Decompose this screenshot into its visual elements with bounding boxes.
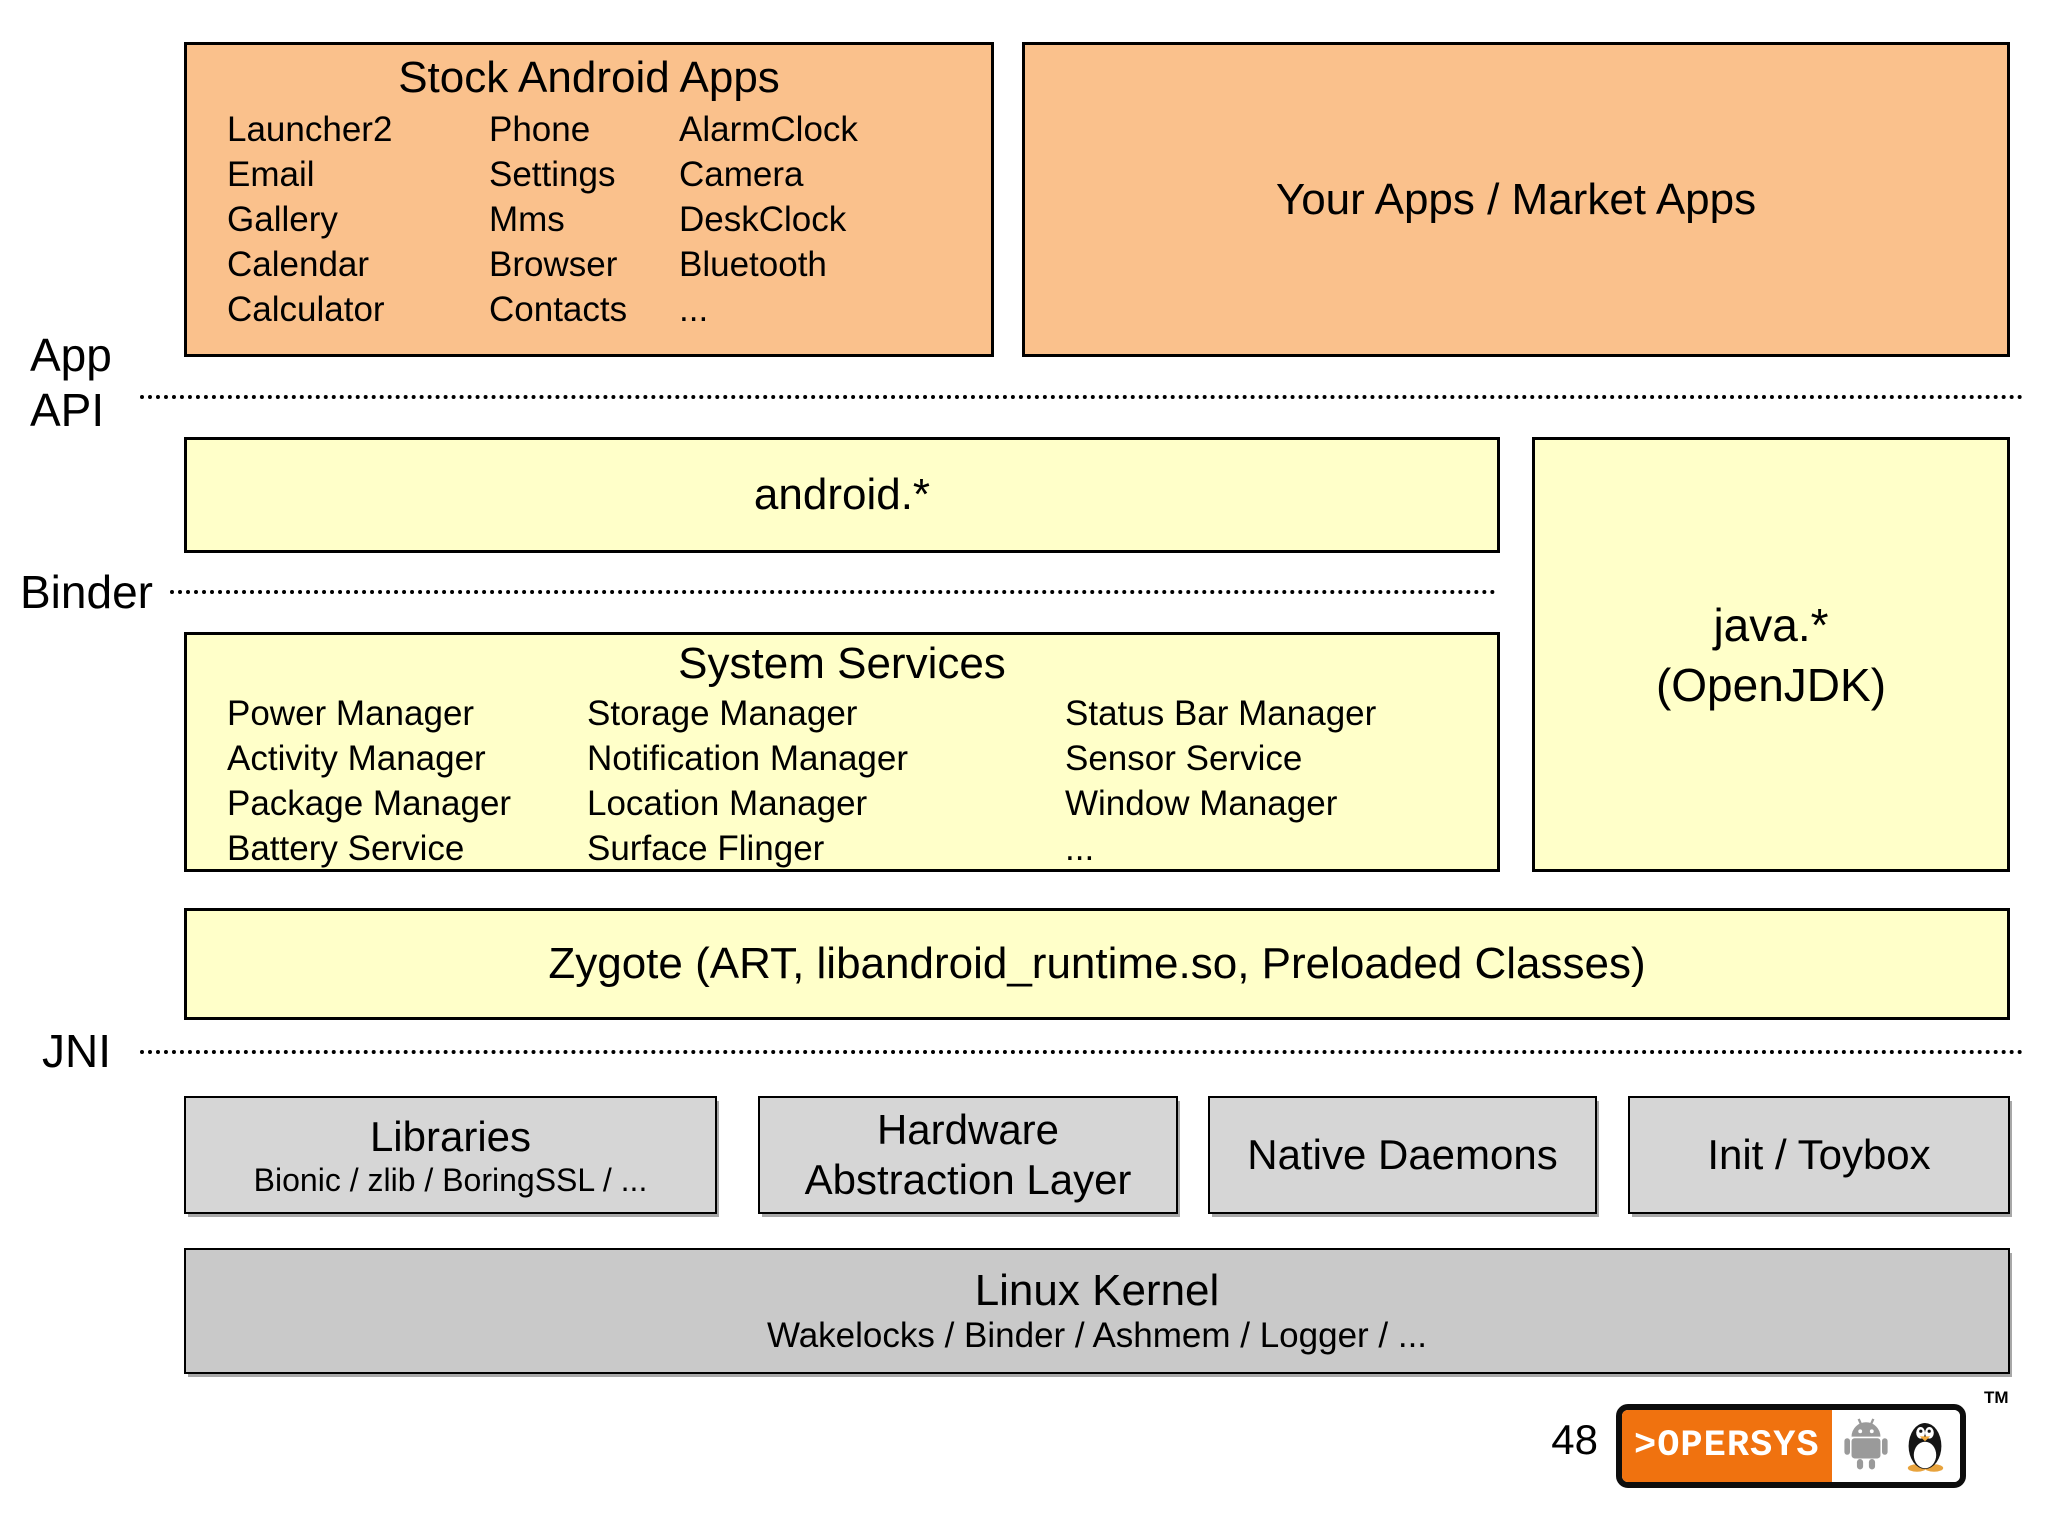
libraries-box: Libraries Bionic / zlib / BoringSSL / ..… (184, 1096, 717, 1214)
list-item: Calendar (227, 245, 370, 284)
init-toybox-box: Init / Toybox (1628, 1096, 2010, 1214)
app-api-label-line2: API (30, 384, 105, 436)
binder-label: Binder (20, 566, 153, 618)
list-item: Launcher2 (227, 110, 393, 149)
list-item: Power Manager (227, 694, 475, 733)
hal-title: Hardware Abstraction Layer (804, 1106, 1132, 1203)
list-item: Sensor Service (1065, 739, 1303, 778)
list-item: AlarmClock (679, 110, 858, 149)
java-namespace-line2: (OpenJDK) (1655, 658, 1887, 711)
list-item: Bluetooth (679, 245, 827, 284)
list-item: Calculator (227, 290, 385, 329)
list-item: Browser (489, 245, 618, 284)
libraries-subtitle: Bionic / zlib / BoringSSL / ... (253, 1161, 648, 1198)
list-item: Settings (489, 155, 616, 194)
list-item: Storage Manager (587, 694, 858, 733)
zygote-title: Zygote (ART, libandroid_runtime.so, Prel… (548, 939, 1646, 988)
binder-separator-line (170, 590, 1496, 594)
system-services-title: System Services (678, 639, 1006, 688)
list-item: Window Manager (1065, 784, 1338, 823)
list-item: Surface Flinger (587, 829, 825, 868)
android-namespace-title: android.* (753, 470, 931, 519)
native-daemons-title: Native Daemons (1247, 1131, 1558, 1178)
opersys-logo: >OPERSYS (1616, 1404, 1966, 1488)
trademark-symbol: TM (1984, 1388, 2009, 1407)
zygote-box: Zygote (ART, libandroid_runtime.so, Prel… (184, 908, 2010, 1020)
tux-penguin-icon (1900, 1416, 1950, 1477)
page-number: 48 (1551, 1416, 1598, 1463)
list-item: Activity Manager (227, 739, 486, 778)
list-item: Package Manager (227, 784, 512, 823)
jni-separator-line (140, 1050, 2024, 1054)
hal-box: Hardware Abstraction Layer (758, 1096, 1178, 1214)
your-apps-title: Your Apps / Market Apps (1275, 174, 1757, 224)
opersys-logo-text: >OPERSYS (1622, 1410, 1832, 1482)
native-daemons-box: Native Daemons (1208, 1096, 1597, 1214)
list-item: Notification Manager (587, 739, 908, 778)
android-robot-icon (1842, 1417, 1890, 1476)
app-api-label: App API (30, 328, 112, 438)
jni-label: JNI (42, 1025, 111, 1077)
list-item: Email (227, 155, 315, 194)
opersys-logo-icons (1831, 1410, 1960, 1482)
list-item: ... (1065, 829, 1095, 868)
list-item: DeskClock (679, 200, 847, 239)
app-api-label-line1: App (30, 329, 112, 381)
linux-kernel-title: Linux Kernel (974, 1266, 1220, 1315)
list-item: ... (679, 290, 709, 329)
list-item: Mms (489, 200, 565, 239)
your-apps-box: Your Apps / Market Apps (1022, 42, 2010, 357)
list-item: Camera (679, 155, 804, 194)
stock-android-apps-title: Stock Android Apps (398, 53, 780, 102)
init-toybox-title: Init / Toybox (1707, 1131, 1931, 1178)
java-openjdk-box: java.* (OpenJDK) (1532, 437, 2010, 872)
list-item: Contacts (489, 290, 628, 329)
list-item: Location Manager (587, 784, 868, 823)
linux-kernel-subtitle: Wakelocks / Binder / Ashmem / Logger / .… (766, 1316, 1428, 1355)
linux-kernel-box: Linux Kernel Wakelocks / Binder / Ashmem… (184, 1248, 2010, 1374)
list-item: Phone (489, 110, 591, 149)
java-namespace-line1: java.* (1713, 598, 1829, 651)
list-item: Status Bar Manager (1065, 694, 1377, 733)
list-item: Gallery (227, 200, 338, 239)
list-item: Battery Service (227, 829, 465, 868)
android-namespace-box: android.* (184, 437, 1500, 553)
libraries-title: Libraries (369, 1112, 532, 1160)
app-api-separator-line (140, 395, 2024, 399)
